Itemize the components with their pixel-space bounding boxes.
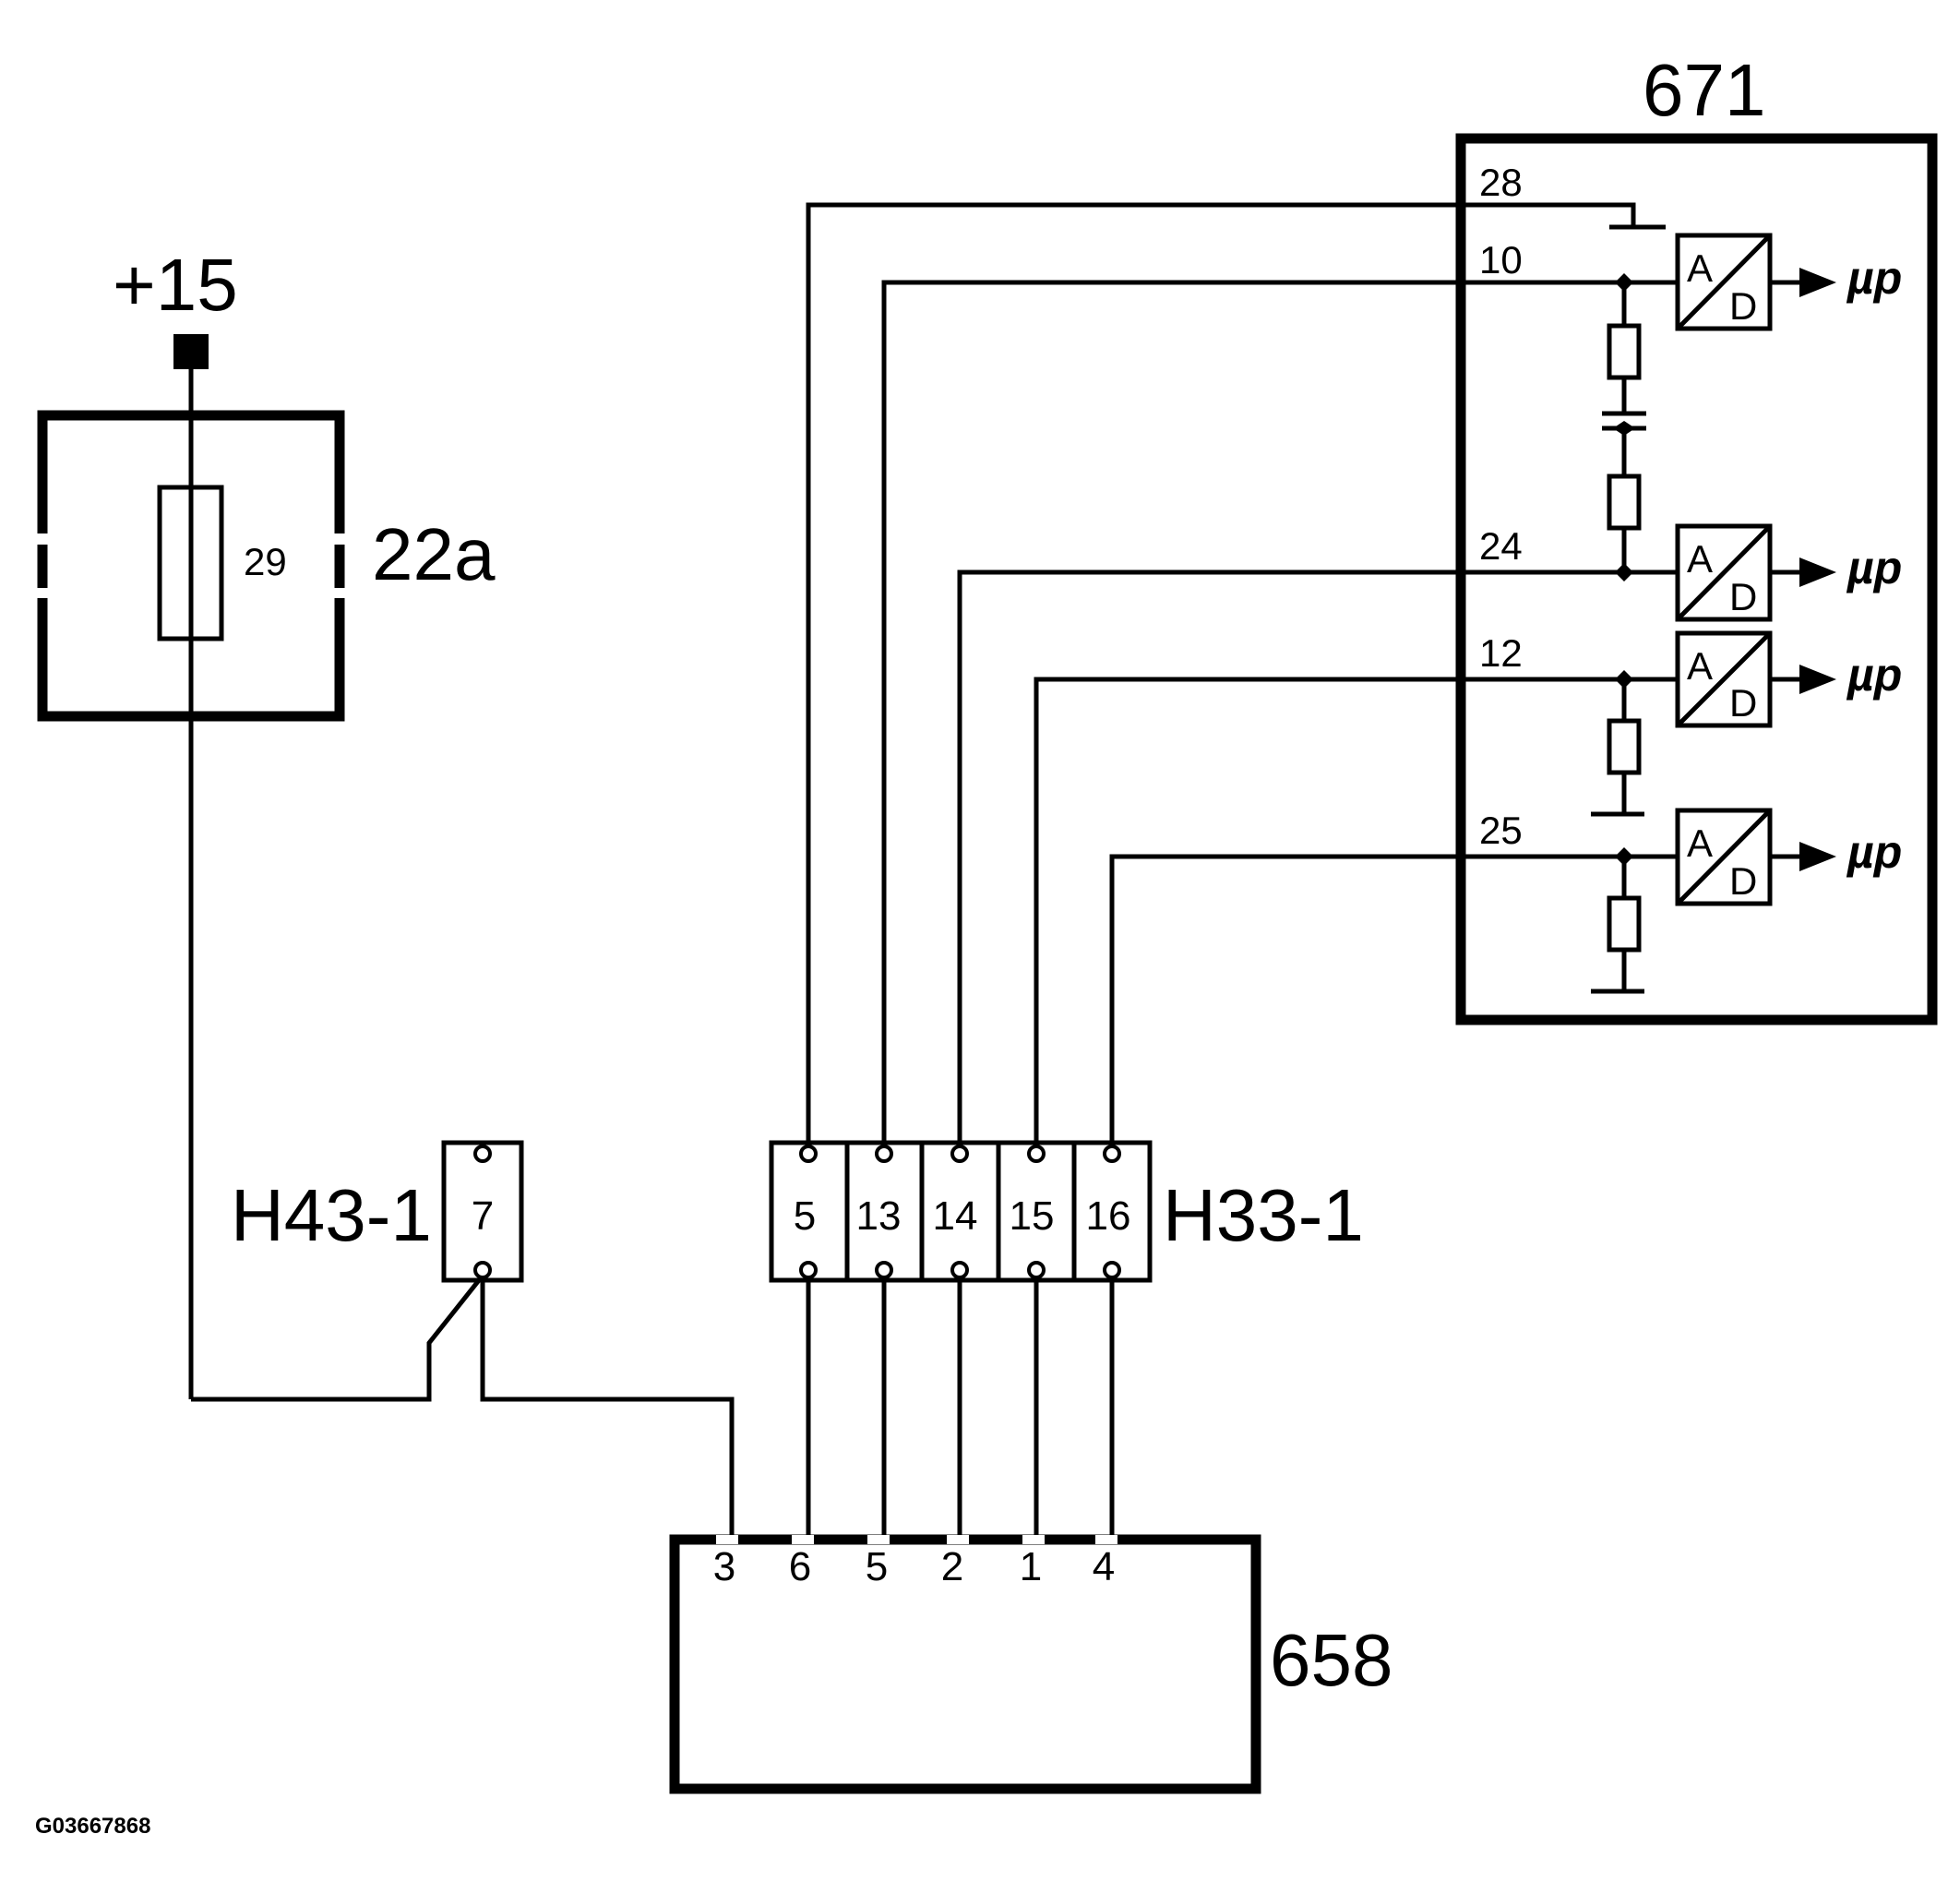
module-658-label: 658 [1270, 1619, 1392, 1701]
wire-pin25 [1109, 854, 1678, 1156]
wire-pin12 [1034, 677, 1678, 1156]
mp-output: µp [1846, 826, 1902, 878]
671-pin: 10 [1479, 238, 1523, 282]
wire-pin10 [881, 280, 1678, 1156]
mp-output: µp [1846, 649, 1902, 701]
658-pin: 6 [789, 1544, 811, 1589]
658-pin: 4 [1093, 1544, 1115, 1589]
fuse-number: 29 [244, 540, 287, 583]
mp-output: µp [1846, 542, 1902, 593]
671-pin: 25 [1479, 809, 1523, 852]
wire-h43-to-658 [480, 1276, 735, 1540]
wire-fuse-to-h43 [191, 1274, 484, 1402]
svg-text:D: D [1729, 681, 1757, 725]
658-pin: 2 [941, 1544, 963, 1589]
ad-converter: A D µp [1675, 233, 1902, 331]
svg-text:D: D [1729, 575, 1757, 618]
wires [188, 202, 1678, 1540]
module-658: 3 6 5 2 1 4 658 [669, 1534, 1392, 1794]
module-671: 671 28 10 24 12 25 [1455, 49, 1938, 1025]
svg-text:A: A [1687, 537, 1713, 581]
svg-text:D: D [1729, 284, 1757, 328]
connector-h43-1: 7 H43-1 [231, 1140, 524, 1283]
ad-converter: A D µp [1675, 523, 1902, 622]
svg-text:A: A [1687, 644, 1713, 688]
fuse-box-22a: 29 22a [37, 410, 496, 722]
wire-pin28 [806, 202, 1636, 1156]
h33-pin: 15 [1010, 1193, 1055, 1239]
658-pin: 5 [866, 1544, 888, 1589]
h33-pin: 5 [794, 1193, 816, 1239]
wire-pin24 [957, 569, 1678, 1156]
supply-terminal: +15 [113, 244, 238, 369]
h33-label: H33-1 [1163, 1174, 1364, 1256]
h33-pin: 16 [1086, 1193, 1131, 1239]
ad-converter: A D µp [1675, 808, 1902, 906]
h43-label: H43-1 [231, 1174, 432, 1256]
671-pin: 28 [1479, 161, 1523, 204]
671-pin: 24 [1479, 524, 1523, 568]
h43-pin: 7 [472, 1193, 494, 1239]
figure-code: G03667868 [35, 1814, 150, 1839]
671-pin: 12 [1479, 631, 1523, 675]
svg-text:A: A [1687, 821, 1713, 865]
fuse-box-label: 22a [372, 513, 496, 595]
mp-output: µp [1846, 252, 1902, 304]
svg-text:A: A [1687, 246, 1713, 290]
658-pin: 1 [1020, 1544, 1042, 1589]
svg-text:D: D [1729, 859, 1757, 903]
ad-converter: A D µp [1675, 630, 1902, 728]
658-pin: 3 [713, 1544, 735, 1589]
h33-pin: 14 [933, 1193, 978, 1239]
module-671-label: 671 [1643, 49, 1765, 131]
h33-pin: 13 [856, 1193, 902, 1239]
supply-label: +15 [113, 244, 238, 326]
connector-h33-1: 5 13 14 15 16 H33-1 [769, 1140, 1364, 1283]
